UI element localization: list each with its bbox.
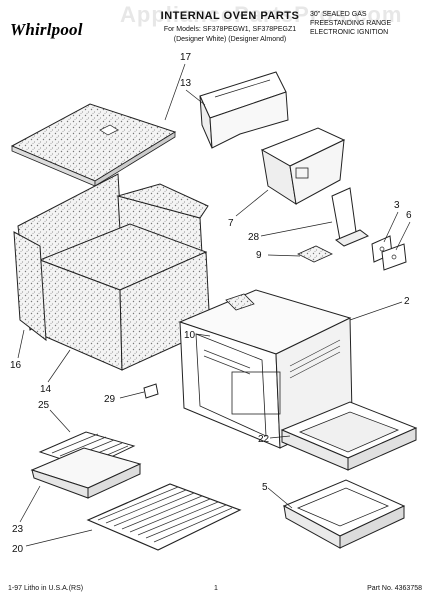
color-line: (Designer White) (Designer Almond) (173, 36, 287, 43)
callout-29: 29 (104, 394, 116, 405)
broiler-pan (30, 447, 142, 499)
callout-10: 10 (184, 330, 196, 341)
brand-wordmark: Whirlpool (10, 20, 83, 39)
watermark: AppliancePartsPros.com (120, 2, 403, 27)
callout-22: 22 (258, 434, 270, 445)
callout-3: 3 (394, 200, 400, 211)
part-number: Part No. 4363758 (367, 585, 422, 592)
oven-vent-box (260, 127, 346, 206)
product-line-3: ELECTRONIC IGNITION (310, 29, 389, 36)
callout-20: 20 (12, 544, 24, 555)
product-line-2: FREESTANDING RANGE (310, 20, 392, 27)
callout-5: 5 (262, 482, 268, 493)
gasket-plate (381, 243, 407, 271)
callout-28: 28 (248, 232, 260, 243)
product-line-1: 30" SEALED GAS (310, 11, 367, 18)
litho-note: 1-97 Litho in U.S.A.(RS) (8, 585, 84, 592)
oven-rack (86, 483, 242, 551)
leader-lines (17, 63, 411, 547)
product-description: 30" SEALED GAS FREESTANDING RANGE ELECTR… (310, 10, 420, 37)
oven-bracket (331, 187, 369, 247)
callout-9: 9 (256, 250, 262, 261)
callout-2: 2 (404, 296, 410, 307)
page-number: 1 (214, 585, 218, 592)
small-insulation-square (297, 245, 333, 263)
callout-6: 6 (406, 210, 412, 221)
callout-23: 23 (12, 524, 24, 535)
callout-14: 14 (40, 384, 52, 395)
callout-16: 16 (10, 360, 22, 371)
callout-25: 25 (38, 400, 50, 411)
callout-17: 17 (180, 52, 192, 63)
callout-labels: 17 13 7 28 3 6 9 2 10 16 14 29 25 22 5 2… (10, 52, 412, 555)
top-insulation-pad (10, 103, 177, 187)
whirlpool-logo: Whirlpool (6, 8, 106, 46)
oven-insulation-wrap (13, 173, 211, 371)
storage-drawer (280, 401, 418, 471)
drawer-frame (282, 479, 406, 549)
page-title: INTERNAL OVEN PARTS (160, 10, 300, 22)
callout-7: 7 (228, 218, 234, 229)
small-clip (143, 383, 159, 399)
callout-13: 13 (180, 78, 192, 89)
model-line: For Models: SF378PEGW1, SF378PEGZ1 (163, 26, 297, 33)
oven-vent-duct (199, 71, 289, 149)
